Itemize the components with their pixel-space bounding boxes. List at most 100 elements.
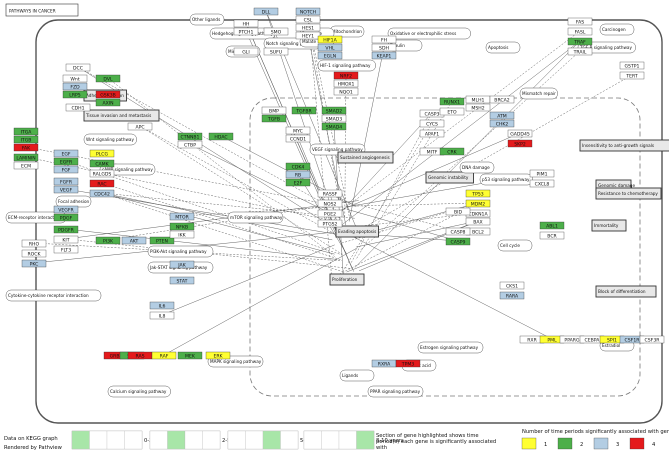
gene-msh2: MSH2: [465, 103, 491, 111]
gene-box: [53, 245, 79, 254]
gene-gstp1: GSTP1: [619, 61, 645, 70]
process-cytokine-cytokine-receptor-interaction: Cytokine-cytokine receptor interaction: [5, 289, 102, 302]
edge: [107, 77, 335, 257]
gene-label: MTOR: [175, 214, 189, 220]
gene-box: [317, 199, 343, 208]
gene-keap1: KEAP1: [371, 51, 397, 59]
gene-box: [149, 301, 175, 310]
gene-box: [295, 23, 321, 32]
gene-box: [445, 207, 471, 216]
gene-box: [208, 132, 234, 141]
gene-box: [489, 95, 515, 104]
process-tubulin: Tubulin: [387, 39, 423, 52]
gene-label: CDC42: [94, 191, 110, 197]
gene-label: HDAC: [214, 134, 227, 140]
gene-label: HIF1A: [323, 37, 337, 43]
gene-fh: FH: [371, 35, 397, 43]
process-label: mTOR signaling pathway: [230, 215, 283, 220]
gene-nqo1: NQO1: [333, 87, 359, 95]
process-label: Estradiol: [602, 343, 620, 348]
gene-box: [317, 35, 343, 44]
gene-label: JAK: [177, 262, 186, 268]
gene-label: ITGB: [21, 137, 32, 143]
gene-label: PGE2: [324, 211, 336, 217]
gene-label: CTBP: [184, 142, 196, 148]
gene-label: GRB2: [110, 353, 123, 359]
gene-label: IL8: [159, 313, 166, 319]
edge: [101, 192, 335, 255]
gene-label: ETO: [447, 109, 457, 115]
gene-eto: ETO: [439, 107, 465, 115]
gene-box: [21, 259, 47, 268]
process-mtor-signaling-pathway: mTOR signaling pathway: [227, 211, 284, 224]
process-focal-adhesion: Focal adhesion: [55, 195, 92, 208]
process-label: Sustained angiogenesis: [340, 155, 390, 160]
edge: [352, 212, 479, 228]
gene-label: Wnt: [70, 76, 79, 82]
gene-box: [95, 236, 121, 245]
process-genomic-instability: Genomic instability: [425, 171, 474, 184]
process-mismatch-repair: Mismatch repair: [519, 87, 558, 100]
gene-label: RARA: [506, 293, 519, 299]
gene-label: CXCL8: [535, 181, 550, 187]
gene-label: KEAP1: [377, 53, 392, 59]
edge: [25, 156, 343, 223]
gene-brca2: BRCA2: [489, 95, 515, 104]
gene-box: [317, 51, 343, 60]
gene-box: [261, 114, 287, 123]
gene-stat: STAT: [169, 276, 195, 285]
gene-box: [539, 231, 565, 240]
gene-label: E2F: [294, 180, 303, 186]
process-sustained-angiogenesis: Sustained angiogenesis: [337, 151, 394, 164]
gene-box: [371, 43, 397, 52]
edge: [350, 112, 433, 264]
period-segment: [321, 430, 340, 450]
gene-cdh1: CDH1: [65, 103, 91, 111]
gene-hif1a: HIF1A: [317, 35, 343, 44]
gene-cycs: CYCS: [419, 119, 445, 127]
process-resistance-to-chemotherapy: Resistance to chemotherapy: [595, 187, 662, 200]
gene-box: [619, 71, 645, 80]
process-box: [425, 171, 474, 184]
gene-label: MEK: [185, 353, 196, 359]
gene-hes1: HES1: [295, 23, 321, 32]
gene-box: [439, 97, 465, 106]
process-oxidative-or-electrophilic-stress: Oxidative or electrophilic stress: [387, 27, 471, 40]
gene-fasl: FASL: [567, 27, 593, 35]
gene-box: [317, 219, 343, 228]
gene-rassf: RASSF: [317, 189, 343, 197]
gene-abl1: ABL1: [539, 221, 565, 229]
gene-box: [169, 276, 195, 285]
gene-label: SMAD2: [326, 108, 343, 114]
gene-box: [62, 74, 88, 83]
count-swatch: [629, 437, 645, 450]
gene-box: [395, 359, 421, 368]
gene-box: [499, 291, 525, 300]
gene-ikk: IKK: [169, 230, 195, 238]
process-label: Malate: [302, 39, 317, 44]
gene-label: RAF: [160, 353, 169, 359]
gene-box: [169, 212, 195, 221]
gene-ptch1: PTCH1: [233, 27, 259, 35]
gene-box: [65, 63, 91, 72]
gene-box: [317, 209, 343, 218]
gene-tert: TERT: [619, 71, 645, 80]
gene-pim1: PIM1: [529, 169, 555, 177]
gene-box: [121, 236, 147, 245]
gene-box: [619, 61, 645, 70]
gene-label: HH: [243, 21, 250, 27]
process-box: [459, 161, 495, 174]
gene-rara: RARA: [499, 291, 525, 300]
period-segment: [167, 430, 186, 450]
process-cell-cycle: Cell cycle: [497, 239, 533, 252]
edge: [345, 202, 479, 207]
process-box: [387, 27, 471, 40]
gene-label: GSK3B: [100, 92, 116, 98]
period-segment: [106, 430, 125, 450]
gene-smad3: SMAD3: [321, 114, 347, 122]
gene-label: FZD: [70, 84, 80, 90]
gene-hmox1: HMOX1: [333, 79, 359, 87]
gene-label: VHL: [325, 45, 335, 51]
edge: [25, 146, 344, 208]
